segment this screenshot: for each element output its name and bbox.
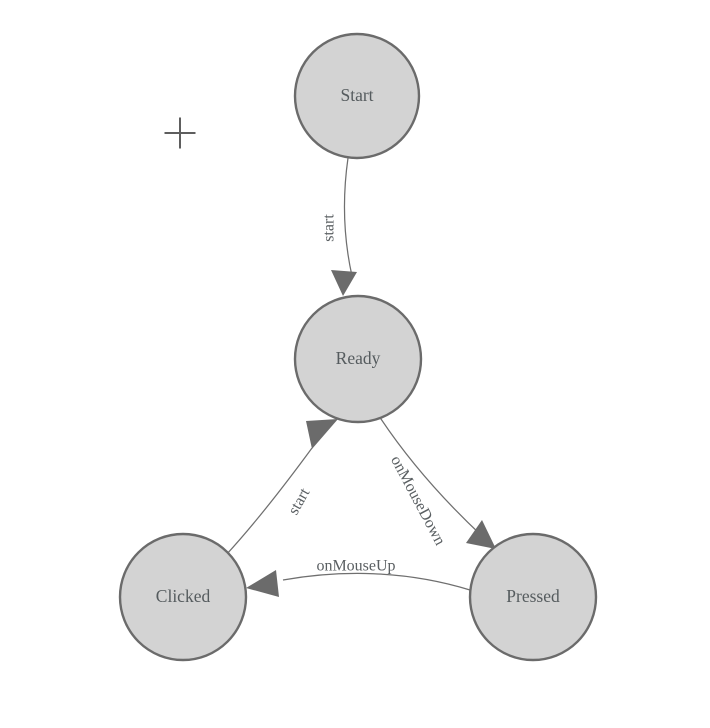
node-shape — [468, 532, 598, 662]
edge-label-start-clicked: start — [285, 485, 313, 518]
arrowhead-icon — [331, 270, 357, 296]
arrowhead-icon — [246, 570, 279, 597]
node-ready[interactable]: Ready — [293, 294, 423, 424]
edge-ready-to-pressed[interactable]: onMouseDown — [378, 415, 496, 549]
node-label: Clicked — [156, 586, 211, 606]
edge-start-to-ready[interactable]: start — [321, 157, 357, 296]
crosshair-marker[interactable] — [164, 117, 196, 149]
arrowhead-icon — [466, 520, 496, 549]
node-shape — [118, 532, 248, 662]
edge-clicked-to-ready[interactable]: start — [225, 419, 338, 556]
edge-pressed-to-clicked[interactable]: onMouseUp — [246, 558, 471, 597]
node-label: Pressed — [506, 586, 560, 606]
node-pressed[interactable]: Pressed — [468, 532, 598, 662]
node-start[interactable]: Start — [293, 32, 421, 160]
node-label: Ready — [336, 348, 381, 368]
edge-line — [343, 157, 353, 277]
node-clicked[interactable]: Clicked — [118, 532, 248, 662]
edge-line — [378, 415, 483, 537]
edge-label-onmouseup: onMouseUp — [316, 558, 395, 575]
node-label: Start — [340, 85, 373, 105]
node-shape — [293, 32, 421, 160]
node-shape — [293, 294, 423, 424]
arrowhead-icon — [306, 419, 338, 449]
edge-label-start: start — [321, 214, 338, 242]
edge-line — [282, 572, 471, 591]
edge-line — [225, 447, 313, 556]
